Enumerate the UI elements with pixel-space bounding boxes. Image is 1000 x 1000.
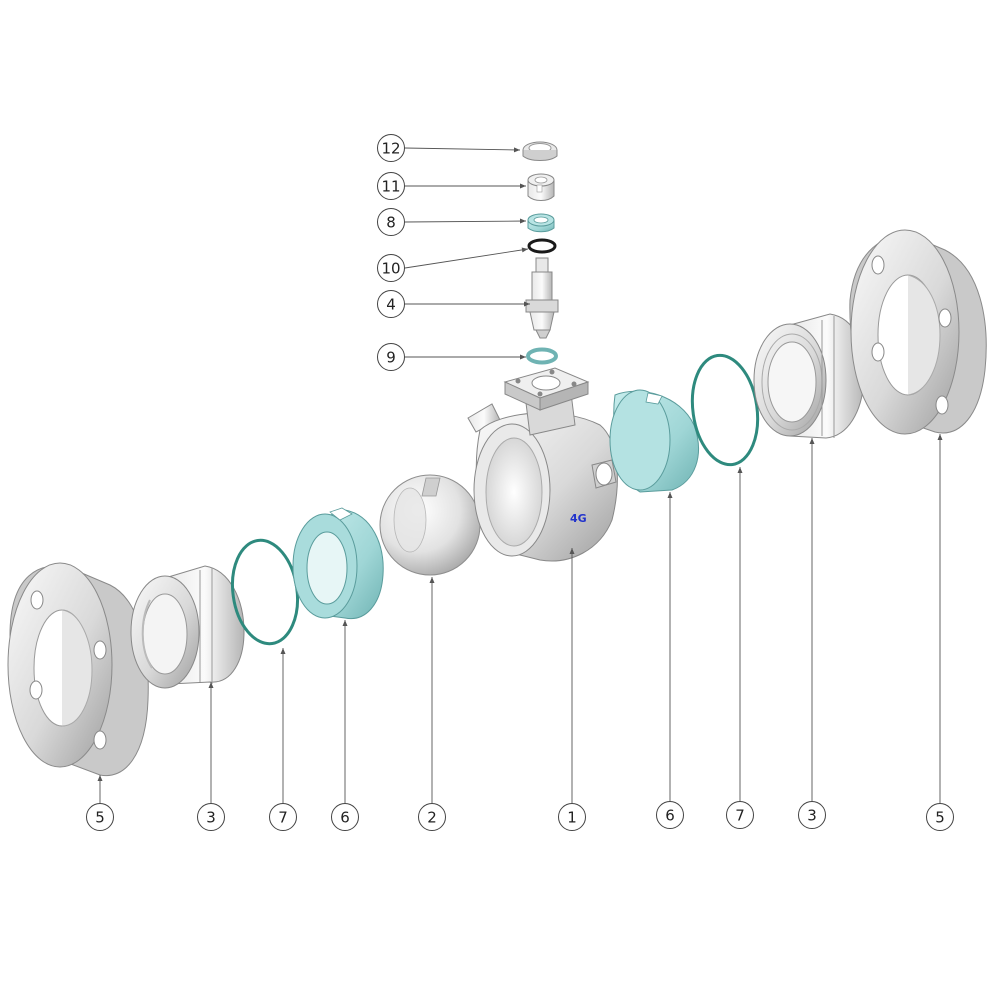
arrow-ball [429, 577, 435, 583]
callout-label: 5 [935, 809, 945, 827]
arrow-seat-right [667, 492, 673, 498]
callout-label: 12 [381, 140, 400, 158]
leader-stem-oring [404, 248, 529, 269]
callout-label: 3 [807, 807, 817, 825]
callout-flange-right: 5 [926, 803, 954, 831]
callout-seat-right: 6 [656, 801, 684, 829]
arrow-end-cap-right [809, 438, 815, 444]
callout-circle [269, 803, 297, 831]
callout-gland-nut: 11 [377, 172, 405, 200]
callout-circle [798, 801, 826, 829]
seat-right [609, 389, 699, 493]
end-cap-left [130, 565, 245, 689]
callout-circle [197, 803, 225, 831]
callout-circle [726, 801, 754, 829]
callout-circle [377, 254, 405, 282]
ring-top [522, 141, 558, 161]
stem-seal [527, 213, 555, 233]
callout-circle [377, 134, 405, 162]
callout-circle [926, 803, 954, 831]
callout-flange-left: 5 [86, 803, 114, 831]
callout-circle [377, 172, 405, 200]
arrow-stem [524, 301, 530, 307]
arrow-flange-right [937, 434, 943, 440]
arrow-oring-left [280, 648, 286, 654]
arrow-stem-seal [519, 218, 526, 224]
callout-label: 8 [386, 214, 396, 232]
thrust-washer [526, 347, 558, 365]
arrow-flange-left [97, 775, 103, 781]
callout-circle [377, 208, 405, 236]
end-cap-right [753, 313, 865, 439]
arrow-oring-right [737, 467, 743, 473]
callout-label: 6 [340, 809, 350, 827]
callout-label: 5 [95, 809, 105, 827]
leader-lines [97, 147, 943, 803]
callout-circle [418, 803, 446, 831]
callout-label: 6 [665, 807, 675, 825]
stem [525, 257, 559, 339]
callout-label: 11 [381, 178, 400, 196]
arrow-thrust-washer [520, 354, 526, 360]
callout-label: 1 [567, 809, 577, 827]
leader-stem-seal [404, 220, 527, 223]
callout-label: 7 [735, 807, 745, 825]
flange-right [849, 229, 987, 435]
callout-ball: 2 [418, 803, 446, 831]
arrow-ring-top [513, 147, 520, 153]
seat-left [292, 507, 384, 620]
callout-end-cap-right: 3 [798, 801, 826, 829]
arrow-seat-left [342, 620, 348, 626]
callout-circle [377, 290, 405, 318]
arrow-end-cap-left [208, 682, 214, 688]
gland-nut [527, 173, 555, 201]
callout-circle [331, 803, 359, 831]
callout-stem: 4 [377, 290, 405, 318]
arrow-body [569, 548, 575, 554]
callout-circle [377, 343, 405, 371]
flange-left [7, 562, 149, 777]
callout-oring-left: 7 [269, 803, 297, 831]
callout-oring-right: 7 [726, 801, 754, 829]
logo-text: 4G [570, 512, 587, 525]
callout-stem-oring: 10 [377, 254, 405, 282]
callout-label: 2 [427, 809, 437, 827]
callout-end-cap-left: 3 [197, 803, 225, 831]
arrow-stem-oring [521, 247, 528, 253]
stem-oring [527, 238, 557, 254]
callout-label: 3 [206, 809, 216, 827]
callout-circle [86, 803, 114, 831]
callout-bubbles: 5 3 7 6 2 1 6 7 3 5 12 11 8 10 4 9 [86, 134, 954, 831]
callout-ring-top: 12 [377, 134, 405, 162]
callout-label: 7 [278, 809, 288, 827]
callout-circle [656, 801, 684, 829]
body: 4G [467, 367, 618, 562]
callout-seat-left: 6 [331, 803, 359, 831]
callout-thrust-washer: 9 [377, 343, 405, 371]
callout-label: 4 [386, 296, 396, 314]
leader-ring-top [404, 147, 521, 151]
callout-body: 1 [558, 803, 586, 831]
callout-label: 10 [381, 260, 400, 278]
oring-right [690, 353, 760, 467]
arrow-gland-nut [520, 183, 526, 189]
callout-stem-seal: 8 [377, 208, 405, 236]
callout-label: 9 [386, 349, 396, 367]
ball [379, 474, 481, 576]
callout-circle [558, 803, 586, 831]
